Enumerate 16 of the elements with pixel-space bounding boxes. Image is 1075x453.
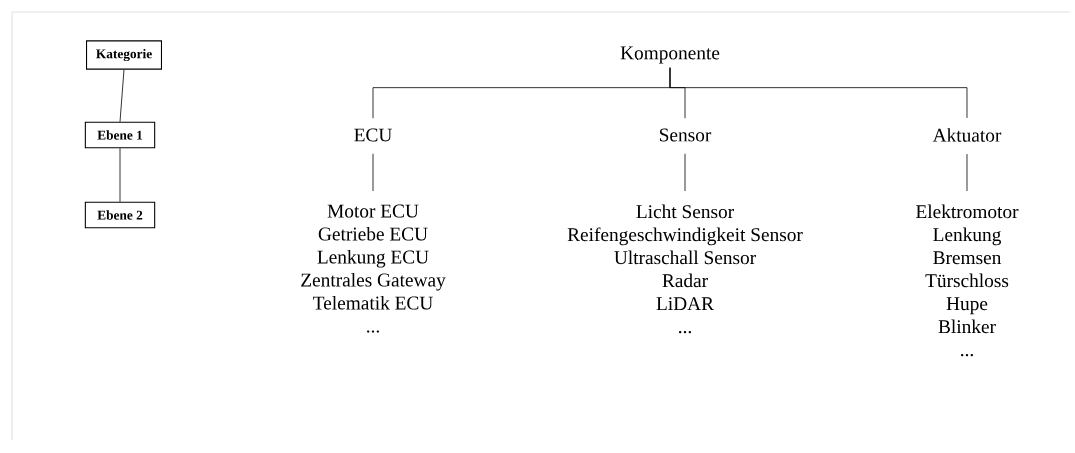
connector-line — [684, 153, 686, 192]
level-box: Kategorie — [86, 40, 162, 70]
category-label: Komponente — [620, 46, 720, 64]
item-list: Elektromotor Lenkung Bremsen Türschloss Hupe Blinker ... — [916, 204, 1019, 357]
level-box: Ebene 2 — [84, 201, 156, 229]
connector-line — [372, 153, 374, 192]
category-label: Aktuator — [932, 128, 1002, 142]
connector-line — [119, 69, 125, 123]
connector-line — [669, 67, 968, 119]
connector-line — [966, 153, 968, 192]
item-list: Motor ECU Getriebe ECU Lenkung ECU Zentrales Gateway Telematik ECU ... — [301, 204, 446, 333]
level-box: Ebene 1 — [84, 121, 156, 149]
item-list: Licht Sensor Reifengeschwindigkeit Sensor Ultraschall Sensor Radar LiDAR ... — [567, 204, 803, 334]
category-label: Sensor — [660, 128, 712, 142]
connector-line — [119, 147, 121, 203]
category-label: ECU — [354, 128, 392, 142]
